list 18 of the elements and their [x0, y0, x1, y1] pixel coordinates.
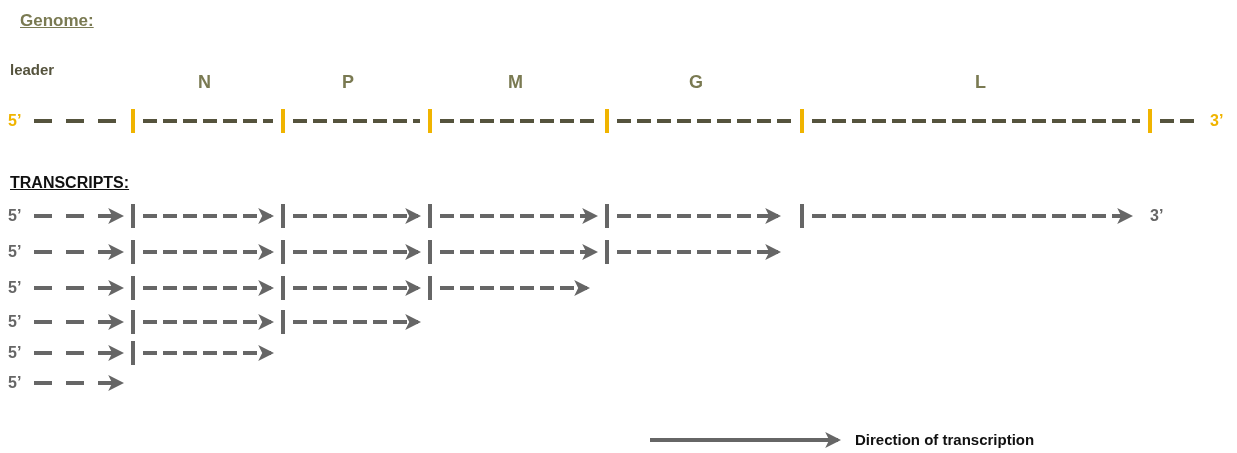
gene-label: L [975, 73, 986, 91]
end-label: 5’ [8, 345, 22, 361]
legend-label: Direction of transcription [855, 432, 1035, 447]
end-label: 5’ [8, 280, 22, 296]
end-label: 5’ [8, 375, 22, 391]
end-label: 5’ [8, 208, 22, 224]
transcripts-heading: TRANSCRIPTS: [10, 175, 130, 191]
genome-heading: Genome: [20, 12, 94, 29]
end-label: 5’ [8, 113, 22, 129]
end-label: 5’ [8, 244, 22, 260]
gene-label: N [198, 73, 211, 91]
gene-label: P [342, 73, 354, 91]
gene-label: M [508, 73, 523, 91]
gene-label: G [689, 73, 703, 91]
end-label: 3’ [1210, 113, 1224, 129]
end-label: 3’ [1150, 208, 1164, 224]
end-label: 5’ [8, 314, 22, 330]
region-label: leader [10, 62, 55, 77]
